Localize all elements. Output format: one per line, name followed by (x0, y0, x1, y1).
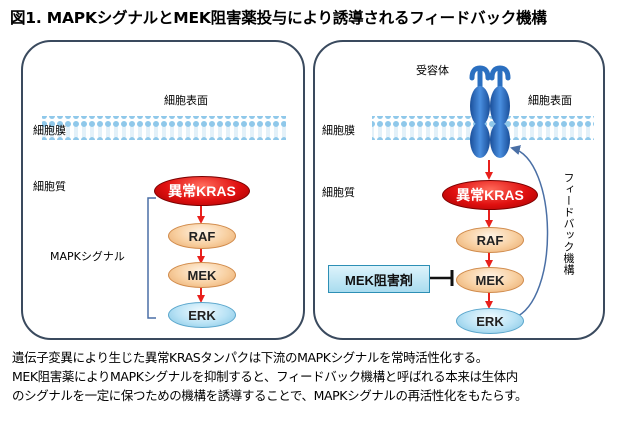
caption-line-2: MEK阻害薬によりMAPKシグナルを抑制すると、フィードバック機構と呼ばれる本来… (12, 369, 518, 384)
left-cell-surface-label: 細胞表面 (164, 94, 208, 107)
left-membrane-label: 細胞膜 (33, 124, 66, 137)
right-cytoplasm-label: 細胞質 (322, 186, 355, 199)
right-raf-node: RAF (456, 227, 524, 253)
right-cell-surface-label: 細胞表面 (528, 94, 572, 107)
right-mek-node: MEK (456, 267, 524, 293)
caption: 遺伝子変異により生じた異常KRASタンパクは下流のMAPKシグナルを常時活性化す… (12, 348, 528, 405)
feedback-label: フィードバック機構 (562, 172, 575, 276)
mek-inhibitor-box: MEK阻害剤 (328, 265, 430, 293)
left-kras-node: 異常KRAS (154, 176, 250, 206)
right-membrane-label: 細胞膜 (322, 124, 355, 137)
left-mek-node: MEK (168, 262, 236, 288)
left-erk-node: ERK (168, 302, 236, 328)
figure-title: 図1. MAPKシグナルとMEK阻害薬投与により誘導されるフィードバック機構 (10, 9, 547, 27)
mapk-signal-label: MAPKシグナル (50, 250, 125, 263)
left-cytoplasm-label: 細胞質 (33, 180, 66, 193)
right-erk-node: ERK (456, 308, 524, 334)
left-raf-node: RAF (168, 223, 236, 249)
caption-line-1: 遺伝子変異により生じた異常KRASタンパクは下流のMAPKシグナルを常時活性化す… (12, 350, 488, 365)
right-kras-node: 異常KRAS (442, 180, 538, 210)
caption-line-3: のシグナルを一定に保つための機構を誘導することで、MAPKシグナルの再活性化をも… (12, 388, 528, 403)
receptor-label: 受容体 (416, 64, 449, 77)
